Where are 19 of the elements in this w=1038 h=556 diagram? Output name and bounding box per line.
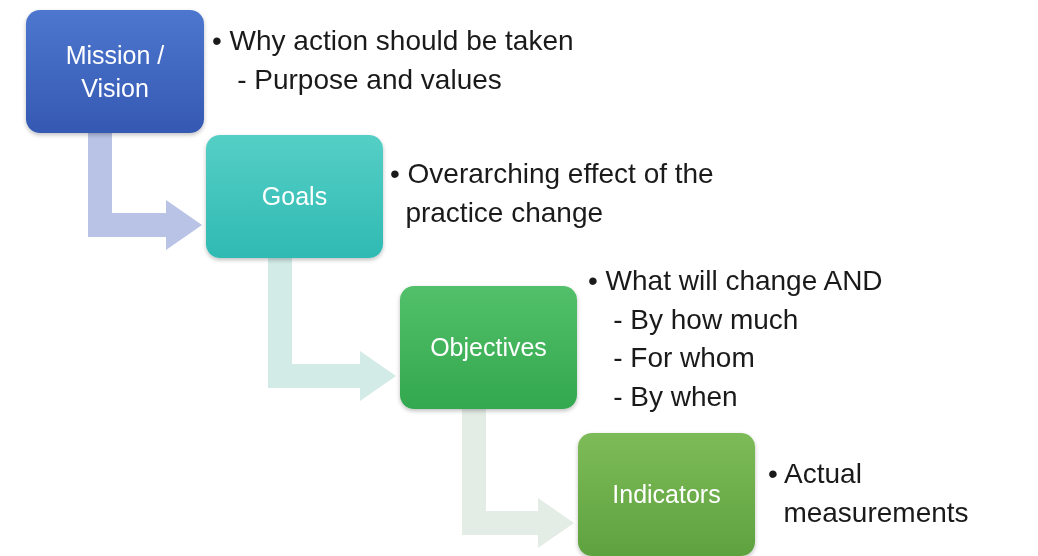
step-label: Objectives [430, 332, 547, 364]
step-box [26, 10, 204, 133]
bullet-point: • Why action should be taken [212, 24, 575, 58]
sub-point: - Purpose and values [236, 62, 503, 97]
sub-point: - By when [612, 379, 739, 414]
bullet-point: • Overarching effect of the practice change [390, 157, 715, 230]
step-box [578, 433, 755, 556]
step-box [206, 135, 383, 258]
bent-arrow [268, 258, 396, 401]
step-label: Goals [261, 181, 328, 213]
bent-arrow [462, 409, 574, 548]
step-label: Indicators [612, 479, 721, 511]
bullet-point: • Actual measurements [768, 457, 970, 530]
sub-point: - By how much [612, 302, 800, 337]
sub-point: - For whom [612, 341, 756, 376]
step-label: Mission / Vision [64, 40, 166, 104]
step-box [400, 286, 577, 409]
bent-arrow [88, 133, 202, 250]
bullet-point: • What will change AND [588, 264, 884, 298]
